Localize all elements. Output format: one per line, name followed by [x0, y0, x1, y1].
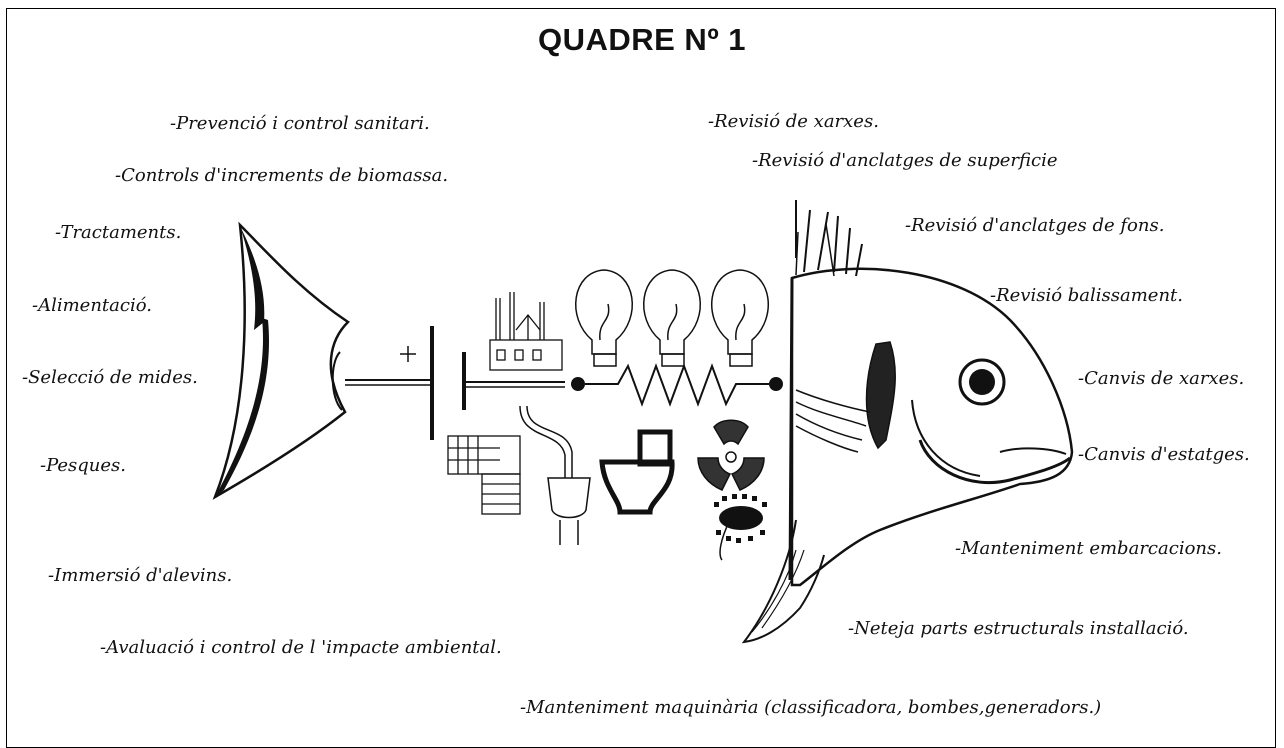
label-canvis-xarxes: -Canvis de xarxes.	[1078, 368, 1245, 389]
radiation-icon	[697, 419, 765, 491]
label-pesques: -Pesques.	[40, 455, 127, 476]
spine-line	[345, 379, 430, 386]
label-controls-biomassa: -Controls d'increments de biomassa.	[115, 165, 449, 186]
label-immersio-alevins: -Immersió d'alevins.	[48, 565, 233, 586]
label-revisio-xarxes: -Revisió de xarxes.	[708, 111, 879, 132]
diagram-title: QUADRE Nº 1	[537, 22, 746, 57]
battery-symbol-icon	[400, 326, 565, 440]
label-avaluacio-impacte: -Avaluació i control de l 'impacte ambie…	[100, 637, 502, 658]
label-prevencio: -Prevenció i control sanitari.	[170, 113, 430, 134]
label-seleccio-mides: -Selecció de mides.	[22, 367, 198, 388]
label-revisio-anclatges-superficie: -Revisió d'anclatges de superficie	[752, 150, 1058, 171]
label-revisio-balissament: -Revisió balissament.	[990, 285, 1184, 306]
label-alimentacio: -Alimentació.	[32, 295, 152, 316]
stair-pipes-icon	[447, 435, 521, 515]
label-neteja-parts: -Neteja parts estructurals installació.	[848, 618, 1189, 639]
toilet-icon	[599, 429, 675, 515]
label-tractaments: -Tractaments.	[55, 222, 182, 243]
label-manteniment-embarcacions: -Manteniment embarcacions.	[955, 538, 1222, 559]
label-revisio-anclatges-fons: -Revisió d'anclatges de fons.	[905, 215, 1165, 236]
fish-head-icon	[719, 200, 1074, 644]
factory-icon	[489, 292, 563, 371]
label-manteniment-maquinaria: -Manteniment maquinària (classificadora,…	[520, 697, 1102, 718]
light-bulb-icon	[575, 269, 769, 367]
resistor-icon	[571, 363, 783, 407]
label-canvis-estatges: -Canvis d'estatges.	[1078, 444, 1250, 465]
power-plug-icon	[519, 405, 591, 545]
fish-tail-icon	[212, 221, 350, 500]
boat-icon	[714, 494, 767, 543]
